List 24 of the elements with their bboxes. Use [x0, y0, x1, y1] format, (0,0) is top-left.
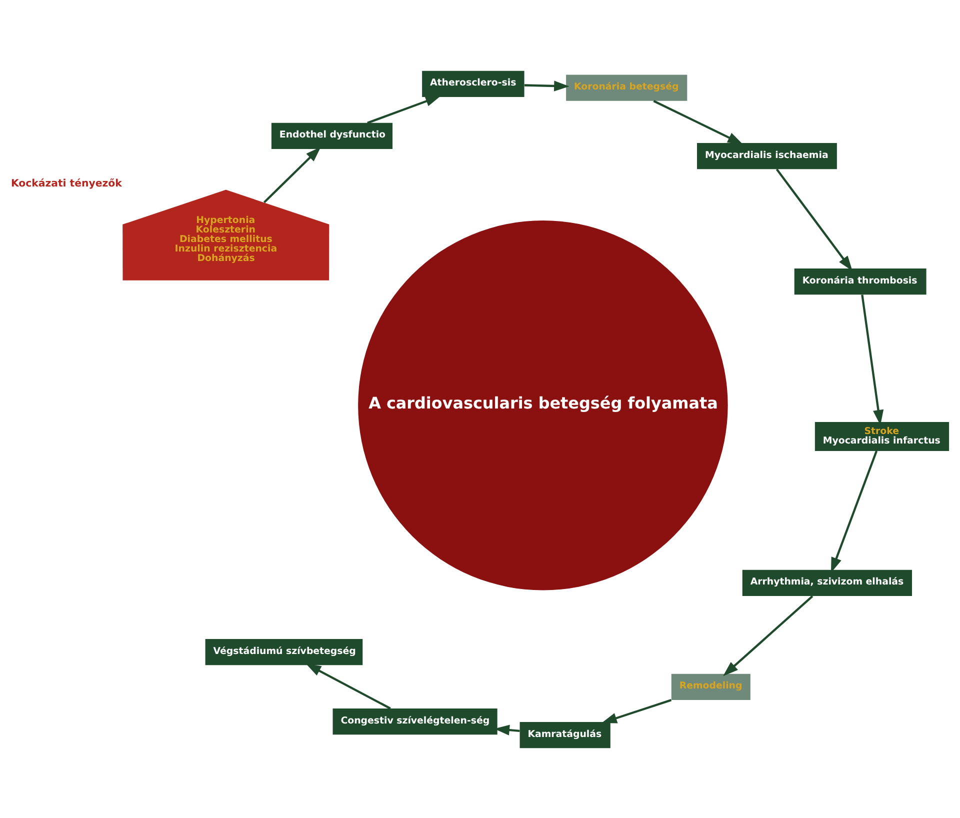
arrow: [494, 724, 520, 735]
node-box: Végstádiumú szívbetegség: [205, 638, 363, 665]
arrow: [723, 594, 814, 676]
node-circle: A cardiovascularis betegség folyamata: [358, 220, 728, 590]
node-box: Congestiv szívelégtelen-ség: [332, 708, 498, 734]
arrow: [830, 450, 878, 572]
node-box: Myocardialis ischaemia: [697, 142, 837, 169]
arrow: [306, 663, 391, 709]
arrow: [653, 100, 743, 144]
node-box: Arrhythmia, szivizom elhalás: [742, 569, 912, 596]
node-box: Stroke Myocardialis infarctus: [814, 421, 950, 450]
node-box: Koronária thrombosis: [794, 268, 926, 294]
node-box: Atherosclero-sis: [422, 70, 524, 96]
arrow: [861, 294, 884, 425]
node-box: Remodeling: [671, 673, 750, 700]
node-box: Kamratágulás: [520, 722, 610, 748]
node-box: Koronária betegség: [566, 74, 688, 100]
arrow: [524, 80, 570, 91]
node-label: Kockázati tényezők: [10, 178, 122, 189]
arrow: [263, 146, 321, 203]
arrow: [367, 95, 441, 124]
arrow: [776, 168, 852, 270]
arrow: [602, 698, 672, 723]
node-box: Endothel dysfunctio: [271, 122, 392, 149]
